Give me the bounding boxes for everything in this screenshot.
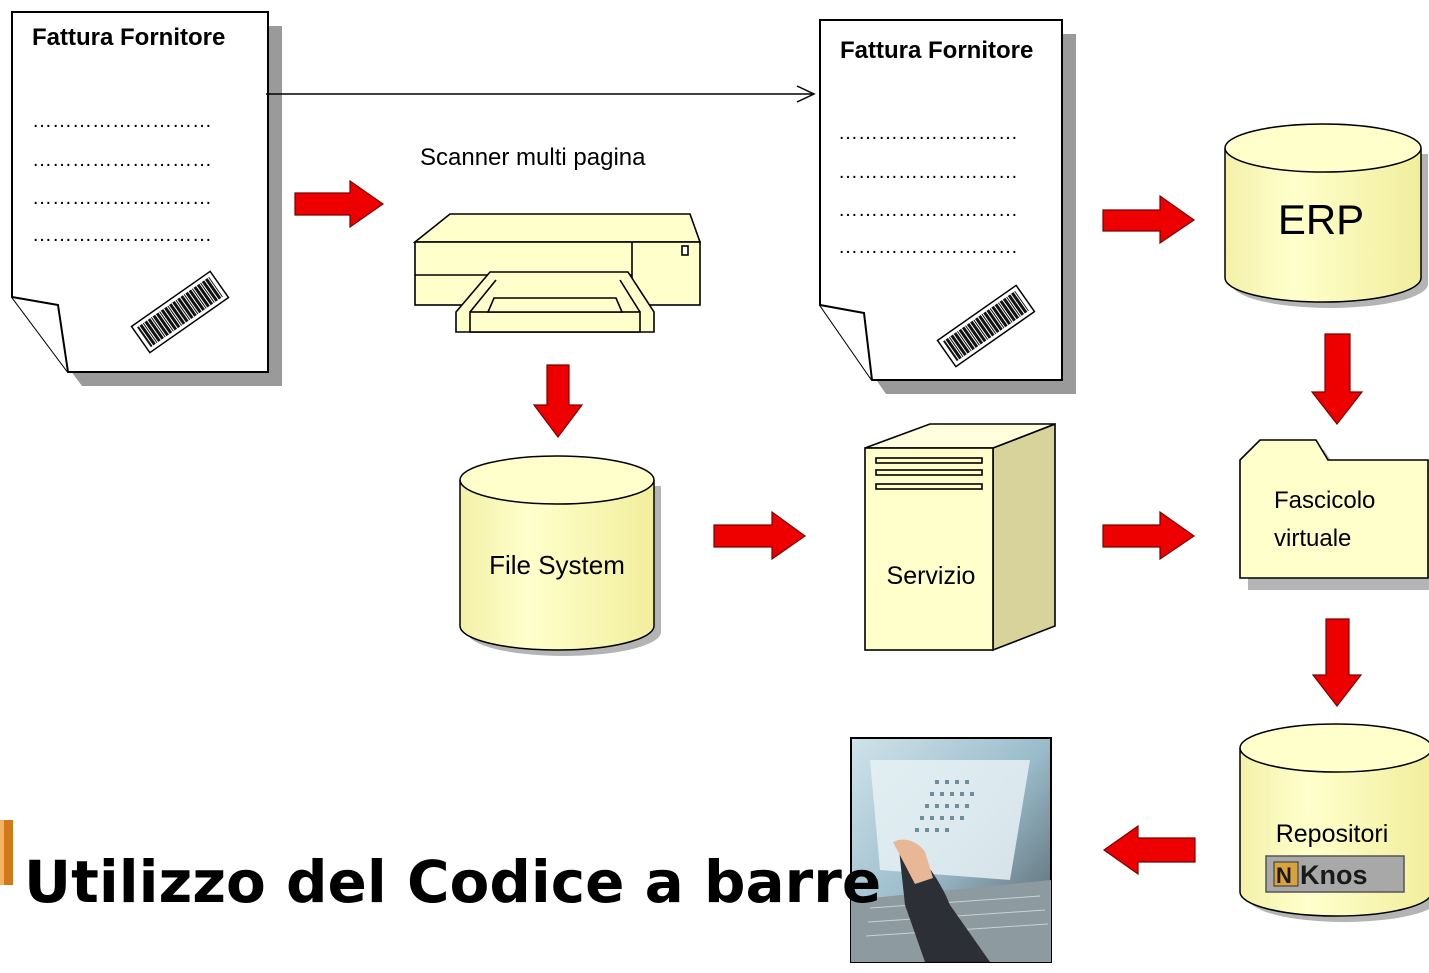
knos-logo-text: Knos (1300, 860, 1368, 890)
right-arrow-icon (713, 510, 807, 561)
slide-title: Utilizzo del Codice a barre (24, 848, 881, 916)
right-invoice-line: ……………………… (838, 161, 1018, 183)
left-invoice-line: ……………………… (32, 149, 212, 171)
right-invoice-document: Fattura Fornitore ……………………… ……………………… ……… (819, 19, 1076, 394)
file-system-database: File System (459, 455, 661, 656)
fascicolo-label-line2: virtuale (1274, 525, 1351, 552)
left-invoice-line: ……………………… (32, 224, 212, 246)
barcode-icon (936, 284, 1036, 368)
knos-logo: N Knos (1265, 855, 1405, 893)
right-invoice-line: ……………………… (838, 236, 1018, 258)
right-arrow-icon (1102, 194, 1196, 245)
down-arrow-icon (1310, 333, 1364, 425)
fascicolo-label-line1: Fascicolo (1274, 487, 1375, 514)
right-invoice-title: Fattura Fornitore (840, 37, 1033, 64)
down-arrow-icon (532, 364, 584, 438)
left-invoice-title: Fattura Fornitore (32, 24, 225, 51)
repository-label: Repositori (1276, 820, 1389, 848)
erp-database: ERP (1224, 123, 1428, 308)
folder-icon: Fascicolo virtuale (1239, 439, 1429, 590)
right-invoice-line: ……………………… (838, 122, 1018, 144)
connector-arrow (266, 85, 816, 103)
down-arrow-icon (1311, 618, 1363, 707)
erp-label: ERP (1278, 196, 1364, 243)
left-invoice-line: ……………………… (32, 110, 212, 132)
right-arrow-icon (294, 179, 385, 229)
barcode-icon (130, 270, 230, 354)
right-arrow-icon (1102, 510, 1196, 561)
server-icon: Servizio (864, 422, 1056, 652)
slide-title-block: Utilizzo del Codice a barre (0, 820, 881, 916)
left-invoice-line: ……………………… (32, 187, 212, 209)
left-invoice-document: Fattura Fornitore ……………………… ……………………… ……… (11, 11, 282, 386)
file-system-label: File System (489, 550, 625, 580)
scanner-label: Scanner multi pagina (420, 144, 646, 171)
repository-database: Repositori N Knos (1239, 723, 1429, 922)
scanner-icon (412, 213, 702, 333)
servizio-label: Servizio (887, 562, 976, 590)
svg-text:N: N (1276, 863, 1292, 888)
flow-arrows (294, 179, 1364, 876)
right-invoice-line: ……………………… (838, 199, 1018, 221)
computer-user-photo (850, 737, 1052, 963)
left-arrow-icon (1102, 824, 1196, 876)
